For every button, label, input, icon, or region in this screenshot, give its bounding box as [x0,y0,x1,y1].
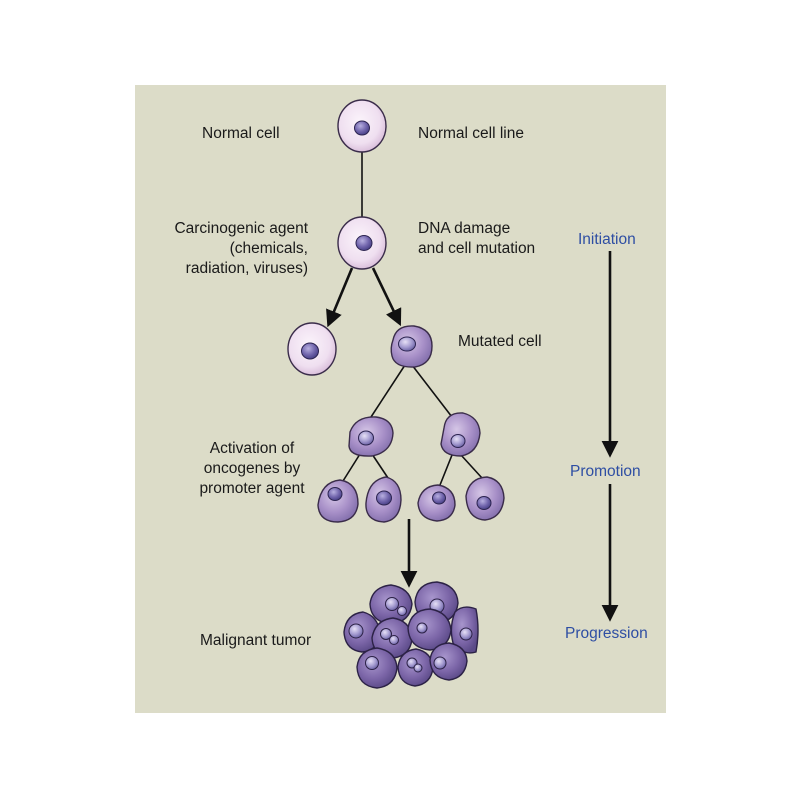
promoted-cell [317,479,359,523]
tumor-cell [343,611,381,653]
carcinogenic-agent-label: Carcinogenic agent (chemicals, radiation… [130,219,308,279]
carcinogenic-agent-line-2: (chemicals, [229,240,308,257]
normal-cell-daughter [287,322,337,376]
dna-damage-line-2: and cell mutation [418,240,536,257]
activation-line-3: promoter agent [199,480,305,497]
stage-progression: Progression [565,625,648,642]
activation-line-2: oncogenes by [203,460,301,477]
stage-initiation: Initiation [578,231,636,248]
promoted-cell [440,412,481,457]
activation-label: Activation of oncogenes by promoter agen… [170,439,334,499]
normal-cell-top [337,99,387,153]
stage-promotion: Promotion [570,463,641,480]
normal-cell-line-label: Normal cell line [418,125,524,142]
mutated-cell-label: Mutated cell [458,333,542,350]
tumor-cell [356,647,398,689]
promoted-cell [465,476,505,521]
tumor-cell [407,608,452,651]
malignant-tumor-label: Malignant tumor [200,632,312,649]
activation-line-1: Activation of [209,440,295,457]
carcinogenic-agent-line-1: Carcinogenic agent [174,220,308,237]
connector-line [460,454,483,479]
connector-line [342,453,361,482]
dna-damage-line-1: DNA damage [418,220,511,237]
normal-cell-label: Normal cell [202,125,280,142]
promoted-cell [365,476,402,523]
arrow [371,267,402,327]
tumor-cell [429,642,468,681]
connector-line [371,453,389,479]
damaged-cell [337,216,387,270]
tumor-cell [397,648,434,687]
arrow [326,267,354,328]
promoted-cell [348,416,394,457]
carcinogenic-agent-line-3: radiation, viruses) [185,260,308,277]
dna-damage-label: DNA damage and cell mutation [418,219,535,259]
mutated-cell [390,325,433,368]
tumor-cell [450,606,479,654]
connector-line [370,364,406,418]
malignant-tumor [343,581,479,689]
promoted-cell [417,484,456,522]
connector-line [439,454,453,486]
connector-line [411,364,453,418]
